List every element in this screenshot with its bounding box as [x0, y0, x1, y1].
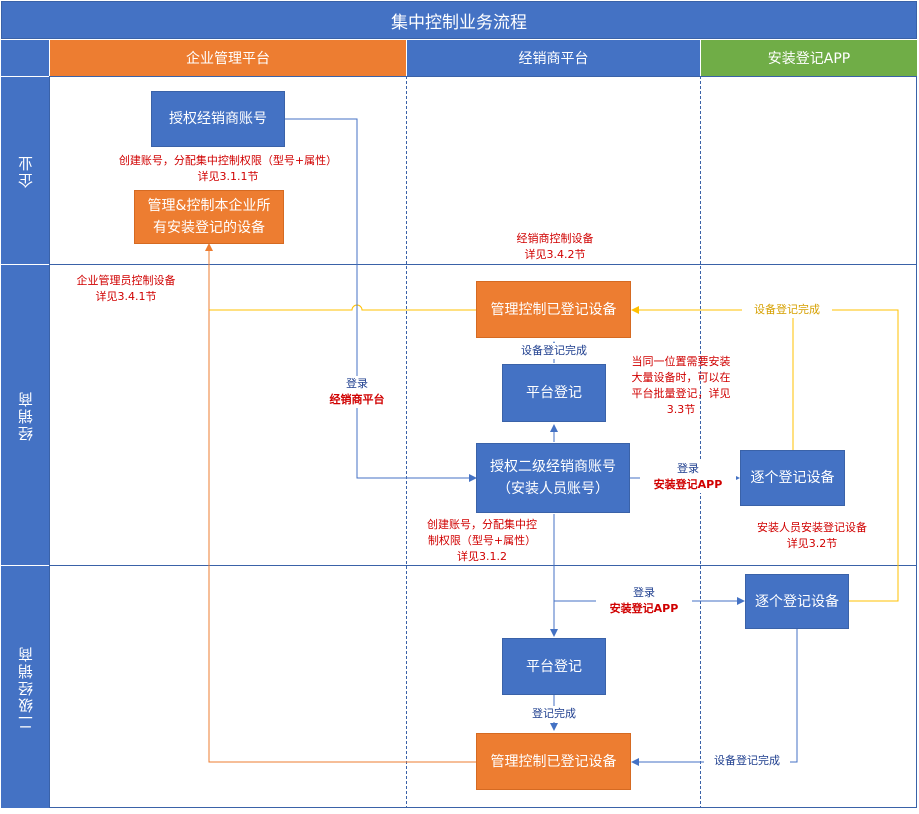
- box-register-each-sub: 逐个登记设备: [745, 574, 849, 629]
- box-platform-register-dealer: 平台登记: [502, 364, 606, 422]
- label-login-app-b: 登录 安装登记APP: [596, 585, 692, 617]
- label-device-reg-done-right: 设备登记完成: [742, 302, 832, 318]
- row-header-enterprise: 企业: [1, 77, 49, 264]
- label-enterprise-admin-control: 企业管理员控制设备 详见3.4.1节: [76, 274, 176, 303]
- box-platform-register-sub: 平台登记: [502, 638, 606, 695]
- flow-yellow-dealer-to-enterprise: [209, 304, 476, 311]
- label-login-dealer-platform: 登录 经销商平台: [312, 376, 402, 408]
- box-authorize-sub-dealer: 授权二级经销商账号（安装人员账号）: [476, 443, 630, 513]
- box-register-each-dealer: 逐个登记设备: [740, 450, 845, 506]
- label-device-reg-done-sub: 设备登记完成: [704, 753, 790, 769]
- flow-yellow-sub-register-to-manage: [793, 309, 899, 602]
- diagram-title: 集中控制业务流程: [1, 1, 917, 39]
- column-header-enterprise-platform: 企业管理平台: [50, 40, 406, 76]
- label-reg-done-sub: 登记完成: [518, 706, 590, 722]
- row-header-dealer: 经销商: [1, 265, 49, 565]
- box-manage-registered-dealer: 管理控制已登记设备: [476, 281, 631, 338]
- flow-blue-authorize-dealer: [285, 118, 477, 482]
- column-header-dealer-platform: 经销商平台: [407, 40, 700, 76]
- label-batch-register-note: 当同一位置需要安装 大量设备时，可以在 平台批量登记，详见 3.3节: [631, 355, 731, 416]
- label-device-reg-done-mid: 设备登记完成: [506, 343, 602, 359]
- label-dealer-control: 经销商控制设备 详见3.4.2节: [516, 232, 594, 261]
- box-manage-registered-sub: 管理控制已登记设备: [476, 733, 631, 790]
- flow-orange-sub-to-enterprise: [205, 243, 476, 763]
- box-authorize-dealer: 授权经销商账号: [151, 91, 285, 147]
- label-login-app-a: 登录 安装登记APP: [640, 461, 736, 493]
- flow-blue-sub-register-to-manage: [631, 629, 798, 766]
- label-create-account-2: 创建账号，分配集中控 制权限（型号+属性） 详见3.1.2: [427, 518, 537, 563]
- label-create-account-1: 创建账号，分配集中控制权限（型号+属性） 详见3.1.1节: [118, 154, 338, 183]
- column-header-install-app: 安装登记APP: [701, 40, 917, 76]
- row-header-sub-dealer: 二级经销商: [1, 566, 49, 808]
- box-manage-enterprise-devices: 管理&控制本企业所有安装登记的设备: [134, 190, 284, 244]
- label-installer-register: 安装人员安装登记设备 详见3.2节: [757, 521, 867, 550]
- header-corner: [1, 40, 49, 76]
